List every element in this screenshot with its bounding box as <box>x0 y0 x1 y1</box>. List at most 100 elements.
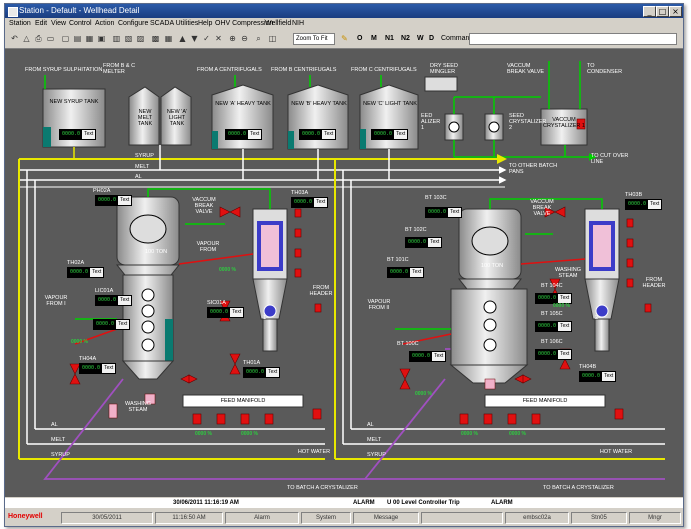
pan-left-valve-pct: 0000 % <box>71 339 88 345</box>
menu-view[interactable]: View <box>51 20 67 27</box>
minimize-button[interactable]: _ <box>643 6 656 17</box>
tag-ph02a-label: PH02A <box>93 188 111 194</box>
feed-manifold-right-label: FEED MANIFOLD <box>522 398 568 404</box>
tag-bt106c-label: BT 106C <box>541 339 563 345</box>
menu-nih[interactable]: NIH <box>292 20 305 27</box>
trend-icon[interactable]: ▤ <box>73 34 82 43</box>
home-icon[interactable]: △ <box>23 34 30 43</box>
group-icon[interactable]: ▦ <box>85 34 94 43</box>
toolbar: ↶ △ ⎙ ▭ ▢ ▤ ▦ ▣ ▥ ▧ ▨ ▩ ▦ ▲ ▼ ✓ ✕ ⊕ ⊖ ⌕ … <box>5 30 683 49</box>
menu-action[interactable]: Action <box>95 20 115 27</box>
pan-right-vapour-from-2: VAPOUR FROM II <box>367 299 391 311</box>
toolbar-button-n1[interactable]: N1 <box>385 35 394 42</box>
menu-wellfield[interactable]: Wellfield <box>265 20 292 27</box>
tag-th04b-label: TH04B <box>579 364 597 370</box>
melt-tank-label: NEW MELT TANK <box>137 109 153 127</box>
status-alarm[interactable]: Alarm <box>225 512 299 524</box>
zoom-in-icon[interactable]: ⊕ <box>229 34 236 43</box>
up-icon[interactable]: ▲ <box>179 34 186 43</box>
status-date: 30/05/2011 <box>61 512 153 524</box>
report-icon[interactable]: ▧ <box>124 34 133 43</box>
status-message[interactable]: Message <box>353 512 419 524</box>
centrifuge-right <box>584 208 620 352</box>
label-to-cut-over-line: TO CUT OVER LINE <box>591 153 629 165</box>
toolbar-button-m[interactable]: M <box>371 35 377 42</box>
zoom-select[interactable]: Zoom To Fit <box>293 33 335 45</box>
manifold-left-pct-2: 0000 % <box>241 431 258 437</box>
b-heavy-tank-label: NEW 'B' HEAVY TANK <box>291 101 347 107</box>
seed-crystalizers <box>424 76 588 146</box>
toolbar-button-o[interactable]: O <box>357 35 363 42</box>
command-input[interactable] <box>469 33 677 45</box>
hot-water-right-label: HOT WATER <box>599 449 633 455</box>
menu-configure[interactable]: Configure <box>118 20 149 27</box>
close-button[interactable]: × <box>669 6 682 17</box>
alarm-summary-icon[interactable]: ▣ <box>97 34 106 43</box>
menu-scada-utilities[interactable]: SCADA Utilities <box>150 20 199 27</box>
print-icon[interactable]: ⎙ <box>35 34 42 43</box>
label-to-other-batch-pans: TO OTHER BATCH PANS <box>509 163 558 175</box>
toolbar-button-n2[interactable]: N2 <box>401 35 410 42</box>
header-label-syrup: SYRUP <box>135 153 154 159</box>
alarm-type: ALARM <box>353 500 375 506</box>
status-system[interactable]: System <box>301 512 351 524</box>
feed-manifold-left-label: FEED MANIFOLD <box>220 398 266 404</box>
alarm-line[interactable]: 30/06/2011 11:16:19 AM ALARM U 00 Level … <box>5 498 683 508</box>
status-server: embsc02a <box>505 512 569 524</box>
event-icon[interactable]: ▥ <box>112 34 121 43</box>
menu-ohv-compression[interactable]: OHV Compression <box>215 20 274 27</box>
back-icon[interactable]: ↶ <box>11 34 18 43</box>
page-icon[interactable]: ▭ <box>46 34 55 43</box>
acknowledge-icon[interactable]: ▨ <box>136 34 145 43</box>
zoom-out-icon[interactable]: ⊖ <box>241 34 248 43</box>
toolbar-button-w[interactable]: W <box>417 35 424 42</box>
detail-icon[interactable]: ▩ <box>151 34 160 43</box>
grid-icon[interactable]: ▦ <box>164 34 173 43</box>
down-icon[interactable]: ▼ <box>191 34 198 43</box>
bottom-left-al: AL <box>51 422 58 428</box>
tag-lic01a-label: LIC01A <box>95 288 114 294</box>
search-icon[interactable]: ⌕ <box>256 34 261 43</box>
bottom-right-syrup: SYRUP <box>367 452 386 458</box>
menu-help[interactable]: Help <box>198 20 213 27</box>
pan-left-vapour-valve-pct: 0000 % <box>219 267 236 273</box>
menu-edit[interactable]: Edit <box>35 20 48 27</box>
pan-left-from-header: FROM HEADER <box>309 285 333 297</box>
display-icon[interactable]: ▢ <box>61 34 70 43</box>
menu-station[interactable]: Station <box>9 20 31 27</box>
check-icon[interactable]: ✓ <box>203 34 210 43</box>
menu-control[interactable]: Control <box>69 20 92 27</box>
feed-manifold-left <box>182 394 304 408</box>
tag-bt103c-label: BT 103C <box>425 195 447 201</box>
maximize-button[interactable]: □ <box>656 6 669 17</box>
pan-right-washing-steam: WASHING STEAM <box>554 267 582 279</box>
tag-bt100c-label: BT 100C <box>397 341 419 347</box>
toolbar-button-d[interactable]: D <box>429 35 435 42</box>
cancel-icon[interactable]: ✕ <box>215 34 222 43</box>
highlight-icon[interactable]: ✎ <box>341 34 348 43</box>
faceplate-icon[interactable]: ◫ <box>268 34 277 43</box>
command-label: Command <box>441 35 474 42</box>
tag-bt105c-label: BT 105C <box>541 311 563 317</box>
